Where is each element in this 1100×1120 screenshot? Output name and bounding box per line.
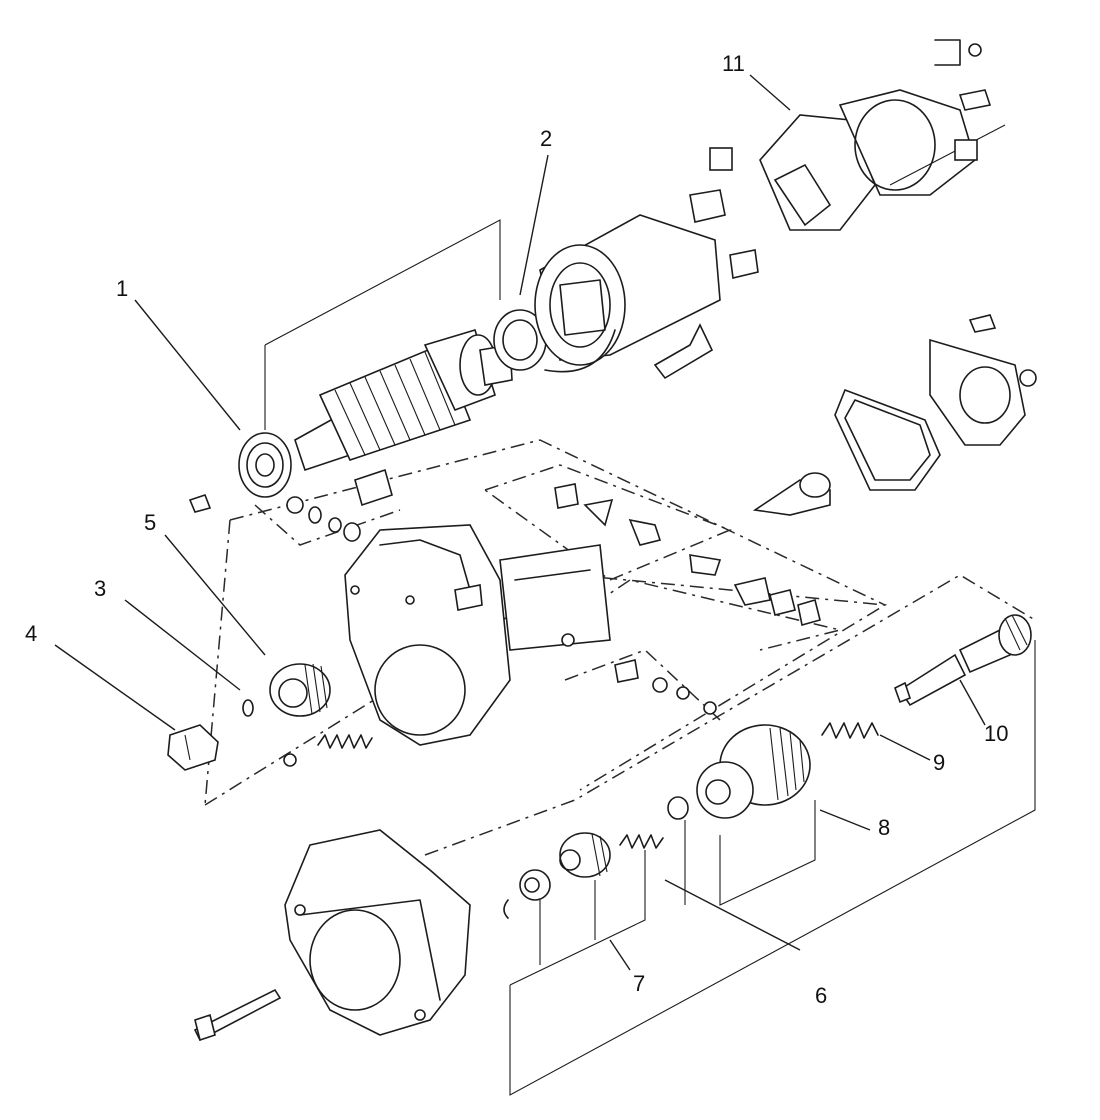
small-fasteners — [188, 468, 821, 715]
callout-9: 9 — [933, 750, 946, 775]
part-5-gear — [269, 663, 331, 717]
callout-2: 2 — [540, 126, 553, 151]
drive-housing — [344, 524, 611, 746]
rear-housing-brush-holder — [759, 39, 1006, 231]
part-4-cap — [167, 724, 219, 771]
callout-8: 8 — [878, 815, 891, 840]
callout-7: 7 — [633, 971, 646, 996]
callout-4: 4 — [25, 621, 38, 646]
callout-1: 1 — [116, 276, 129, 301]
part-10-gear-shaft — [894, 614, 1032, 707]
spring-and-ball — [283, 734, 373, 767]
field-frame-assembly — [493, 147, 759, 380]
callout-10: 10 — [984, 721, 1009, 746]
armature-assembly — [238, 329, 513, 498]
part-3-pin — [242, 699, 254, 717]
callout-3: 3 — [94, 576, 107, 601]
callout-11: 11 — [722, 51, 745, 76]
leader-lines — [54, 74, 986, 971]
gasket-and-cover — [752, 314, 1037, 516]
part-7-pinion-set — [503, 796, 689, 919]
part-8-overrunning-clutch — [696, 724, 811, 819]
callout-5: 5 — [144, 510, 157, 535]
callout-6: 6 — [815, 983, 828, 1008]
part-9-spring — [821, 722, 879, 739]
bracket-lines — [264, 219, 1036, 1096]
front-housing — [193, 829, 471, 1042]
assembly-dash-lines — [204, 439, 1036, 856]
